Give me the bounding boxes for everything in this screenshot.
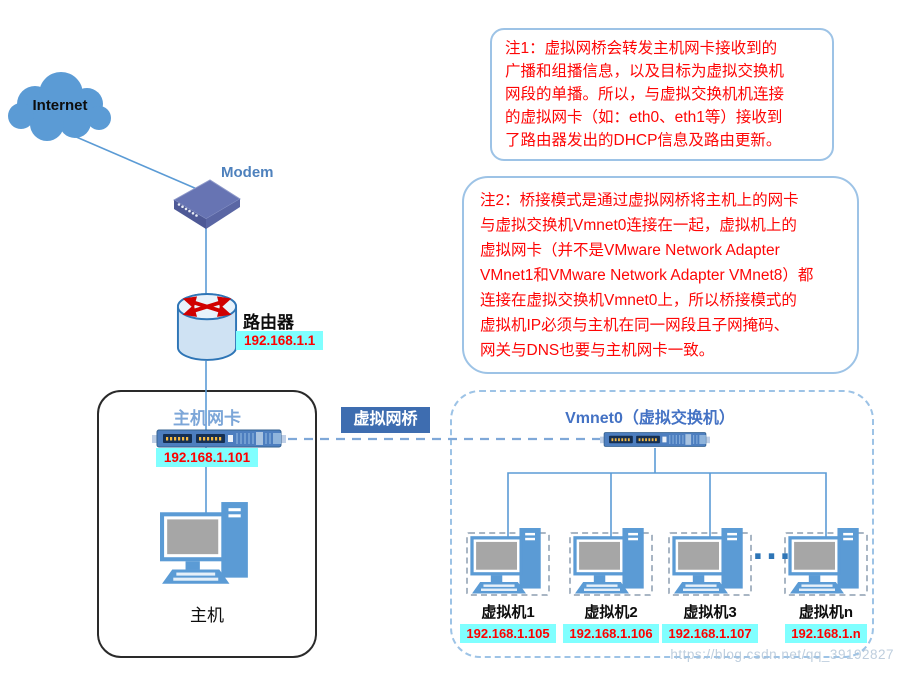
vm-computer-icon xyxy=(573,528,649,600)
vm-computer-icon xyxy=(470,528,546,600)
host-nic-ip-badge: 192.168.1.101 xyxy=(155,448,259,467)
note2-line: 网关与DNS也要与主机网卡一致。 xyxy=(480,342,715,359)
vm-dashed-box xyxy=(569,532,653,596)
note2-callout: 注2：桥接模式是通过虚拟网桥将主机上的网卡 与虚拟交换机Vmnet0连接在一起，… xyxy=(462,176,859,374)
internet-cloud-icon xyxy=(8,72,111,141)
vm-dashed-box xyxy=(466,532,550,596)
note2-line: VMnet1和VMware Network Adapter VMnet8）都 xyxy=(480,267,814,284)
host-nic-ip-row: 192.168.1.101 xyxy=(97,448,317,467)
vm-dashed-box xyxy=(784,532,868,596)
ellipsis-dots: ... xyxy=(752,526,794,568)
vm-ip-badge: 192.168.1.106 xyxy=(563,624,659,643)
note1-line: 注1：虚拟网桥会转发主机网卡接收到的 xyxy=(505,40,778,57)
note2-line: 连接在虚拟交换机Vmnet0上，所以桥接模式的 xyxy=(480,292,797,309)
modem-label: Modem xyxy=(221,164,274,181)
internet-label: Internet xyxy=(32,97,88,114)
note1-callout: 注1：虚拟网桥会转发主机网卡接收到的 广播和组播信息，以及目标为虚拟交换机 网段… xyxy=(490,28,834,161)
host-group-container xyxy=(97,390,317,658)
vmnet0-group-container xyxy=(450,390,874,658)
note2-line: 注2：桥接模式是通过虚拟网桥将主机上的网卡 xyxy=(480,192,799,209)
vswitch-label: Vmnet0（虚拟交换机） xyxy=(565,410,735,427)
virtual-bridge-badge: 虚拟网桥 xyxy=(341,407,430,433)
note2-line: 虚拟网卡（并不是VMware Network Adapter xyxy=(480,242,780,259)
vm-node: 虚拟机n 192.168.1.n xyxy=(774,532,878,643)
watermark-text: https://blog.csdn.net/qq_39192827 xyxy=(670,647,894,662)
vswitch-icon xyxy=(600,430,710,449)
vm-ip-badge: 192.168.1.105 xyxy=(460,624,556,643)
vm-ip-badge: 192.168.1.n xyxy=(785,624,867,643)
vm-node: 虚拟机1 192.168.1.105 xyxy=(456,532,560,643)
note1-line: 了路由器发出的DHCP信息及路由更新。 xyxy=(505,132,782,149)
note2-line: 虚拟机IP必须与主机在同一网段且子网掩码、 xyxy=(480,317,790,334)
modem-icon xyxy=(172,179,241,229)
router-label: 路由器 xyxy=(243,313,294,332)
host-computer-icon xyxy=(160,502,254,592)
vm-label: 虚拟机n xyxy=(798,604,854,621)
note1-line: 的虚拟网卡（如：eth0、eth1等）接收到 xyxy=(505,109,783,126)
note1-line: 广播和组播信息，以及目标为虚拟交换机 xyxy=(505,63,785,80)
host-label: 主机 xyxy=(190,606,224,625)
router-ip-badge: 192.168.1.1 xyxy=(236,331,324,350)
note1-line: 网段的单播。所以，与虚拟交换机机连接 xyxy=(505,86,785,103)
host-nic-icon xyxy=(152,429,286,448)
vm-label: 虚拟机2 xyxy=(584,604,638,621)
vm-node: 虚拟机3 192.168.1.107 xyxy=(658,532,762,643)
vm-computer-icon xyxy=(672,528,748,600)
vm-label: 虚拟机3 xyxy=(683,604,737,621)
vm-label: 虚拟机1 xyxy=(481,604,535,621)
vm-dashed-box xyxy=(668,532,752,596)
vm-ip-badge: 192.168.1.107 xyxy=(662,624,758,643)
vm-node: 虚拟机2 192.168.1.106 xyxy=(559,532,663,643)
host-nic-label: 主机网卡 xyxy=(173,409,241,428)
router-icon xyxy=(176,293,238,361)
note2-line: 与虚拟交换机Vmnet0连接在一起，虚拟机上的 xyxy=(480,217,797,234)
